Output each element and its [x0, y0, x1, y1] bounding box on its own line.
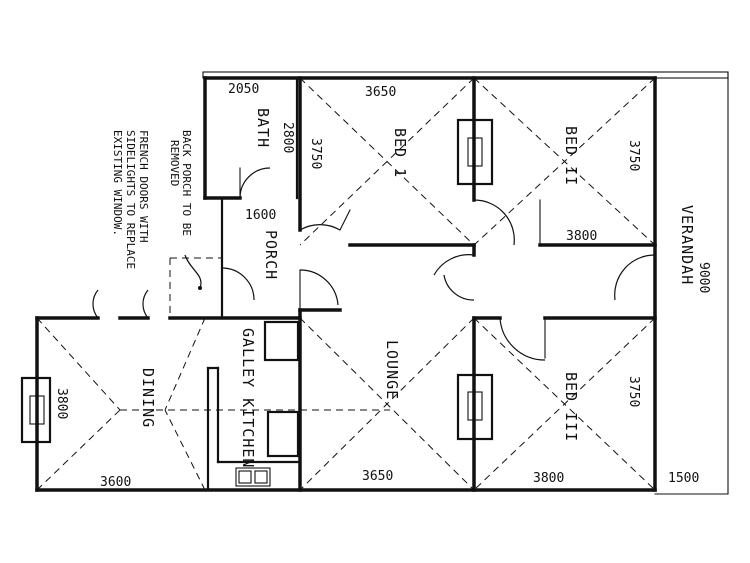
porch-label: PORCH [262, 230, 280, 280]
dim-bed1-depth: 3750 [308, 138, 323, 169]
note-back-porch-line1: BACK PORCH TO BE [180, 130, 193, 236]
hall-door-swing [433, 254, 475, 276]
dim-bed3-width: 3800 [533, 471, 564, 486]
note-french-doors-line1: FRENCH DOORS WITH [137, 130, 150, 243]
dim-verandah-length: 9000 [696, 262, 711, 293]
note-back-porch-line2: REMOVED [168, 140, 181, 186]
bath-door-swing [239, 167, 271, 199]
bed3-label: BED III [562, 372, 580, 442]
porch-door-swing [221, 267, 255, 301]
verandah-label: VERANDAH [678, 205, 696, 285]
bath-label: BATH [254, 108, 272, 148]
french-door-left [92, 289, 99, 319]
dining-label: DINING [139, 368, 157, 428]
lounge-door-swing [299, 269, 339, 306]
dim-bed2-depth: 3750 [626, 140, 641, 171]
dim-porch-width: 1600 [245, 208, 276, 223]
dim-bath-depth: 2800 [280, 122, 295, 153]
bed3-door-swing [499, 317, 546, 361]
exterior-walls [20, 71, 729, 495]
french-door-right [142, 289, 149, 319]
dim-bath-width: 2050 [228, 82, 259, 97]
dimension-labels: 2050 2800 3650 3750 3750 3800 1600 9000 … [54, 82, 711, 490]
note-french-doors-line2: SIDELIGHTS TO REPLACE [124, 130, 137, 269]
back-porch-leader [184, 254, 202, 289]
bed2-door-swing [473, 199, 515, 246]
dim-bed3-depth: 3750 [626, 376, 641, 407]
galley-kitchen-label: GALLEY KITCHEN [239, 328, 257, 468]
dim-bed1-width: 3650 [365, 85, 396, 100]
annotations: BACK PORCH TO BE REMOVED FRENCH DOORS WI… [111, 130, 202, 290]
room-diagonals [36, 77, 656, 491]
dim-verandah-width: 1500 [668, 471, 699, 486]
interior-walls [206, 76, 657, 492]
bed1-label: BED 1 [391, 128, 409, 178]
lounge-label: LOUNGE [383, 340, 401, 400]
dim-lounge-width: 3650 [362, 469, 393, 484]
bed2-label: BED II [562, 126, 580, 186]
door-swings [92, 167, 656, 361]
bed1-door-swing [299, 224, 341, 231]
dim-dining-width: 3600 [100, 475, 131, 490]
dim-dining-depth: 3800 [54, 388, 69, 419]
dim-bed2-width: 3800 [566, 229, 597, 244]
room-labels: BATH BED 1 BED II PORCH LOUNGE BED III D… [139, 108, 696, 468]
note-french-doors-line3: EXISTING WINDOW. [111, 130, 124, 236]
verandah-door-swing [614, 254, 656, 301]
